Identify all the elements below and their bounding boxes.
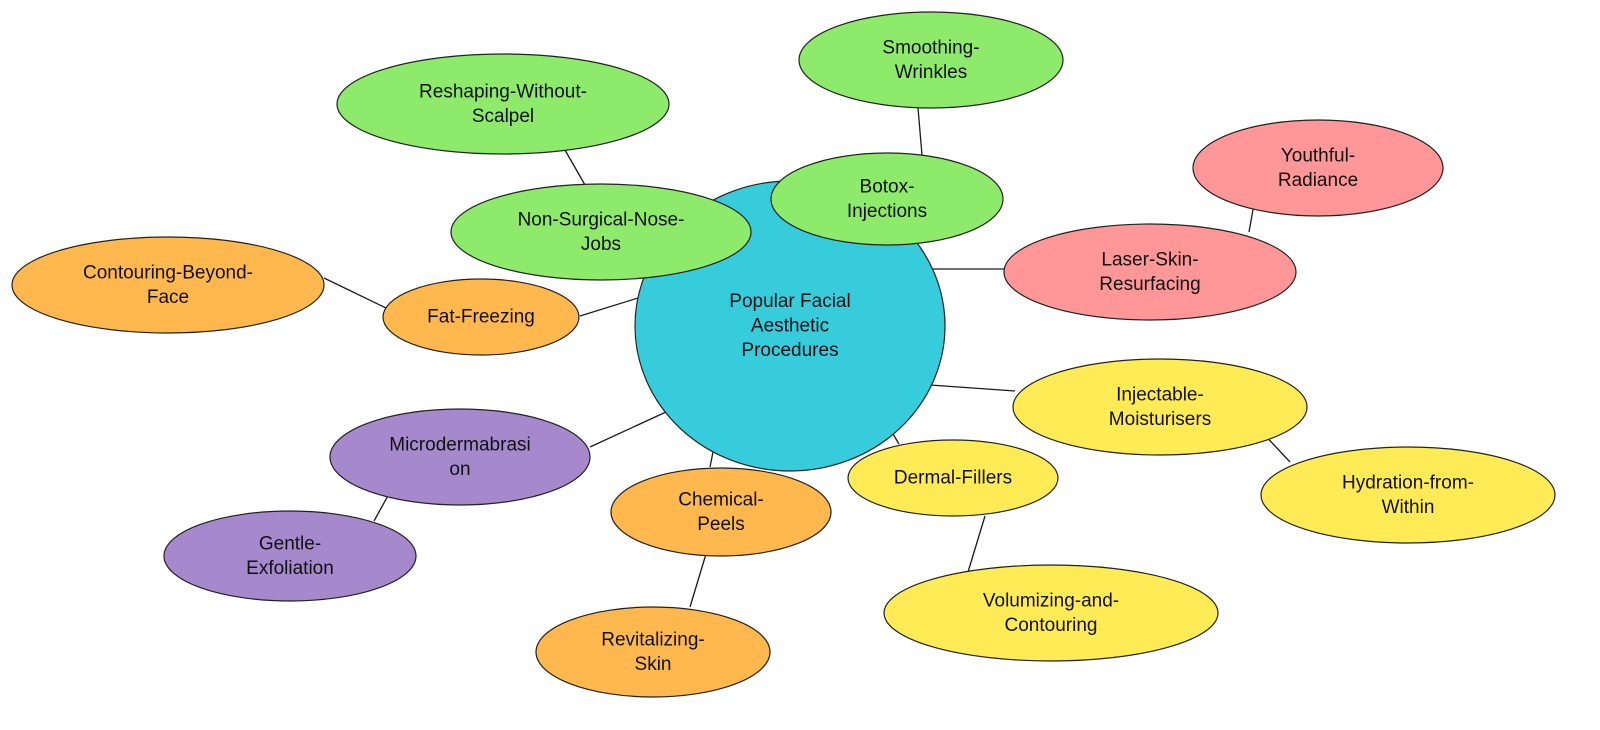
- node-botox: Botox- Injections: [770, 152, 1004, 246]
- nodes-layer: Reshaping-Without- Scalpel Smoothing- Wrink…: [11, 11, 1556, 698]
- node-label-laser-line-1: Laser-Skin-: [1101, 249, 1198, 270]
- node-label-injectable-line-2: Moisturisers: [1109, 409, 1211, 430]
- node-shape-microderm: [329, 408, 591, 506]
- node-chemical: Chemical- Peels: [610, 467, 832, 557]
- node-shape-smoothing: [798, 11, 1064, 109]
- node-label-revitalizing-line-2: Skin: [635, 654, 672, 675]
- node-label-injectable-line-1: Injectable-: [1116, 384, 1204, 405]
- node-shape-contouringbeyond: [11, 236, 325, 334]
- node-injectable: Injectable- Moisturisers: [1012, 358, 1308, 456]
- node-microderm: Microdermabrasi on: [329, 408, 591, 506]
- node-label-revitalizing-line-1: Revitalizing-: [601, 629, 704, 650]
- node-label-youthful-line-2: Radiance: [1278, 170, 1358, 191]
- node-shape-nonsurgical: [450, 183, 752, 281]
- node-shape-dermal: [847, 439, 1059, 517]
- node-label-smoothing-line-1: Smoothing-: [882, 37, 979, 58]
- node-shape-revitalizing: [535, 606, 771, 698]
- node-label-center-line-3: Procedures: [741, 340, 838, 361]
- node-label-botox-line-1: Botox-: [860, 176, 915, 197]
- node-contouringbeyond: Contouring-Beyond- Face: [11, 236, 325, 334]
- node-label-nonsurgical-line-1: Non-Surgical-Nose-: [518, 209, 685, 230]
- node-label-gentle-line-2: Exfoliation: [246, 558, 334, 579]
- node-volumizing: Volumizing-and- Contouring: [883, 564, 1219, 662]
- node-label-center-line-1: Popular Facial: [729, 291, 850, 312]
- node-shape-reshaping: [336, 53, 670, 155]
- node-shape-hydration: [1260, 446, 1556, 544]
- edge-center-microderm: [589, 411, 667, 448]
- node-label-laser-line-2: Resurfacing: [1099, 274, 1200, 295]
- node-reshaping: Reshaping-Without- Scalpel: [336, 53, 670, 155]
- node-label-reshaping-line-2: Scalpel: [472, 106, 534, 127]
- edge-center-fatfreezing: [579, 297, 639, 317]
- edge-center-dermal: [892, 433, 900, 445]
- node-label-reshaping-line-1: Reshaping-Without-: [419, 81, 587, 102]
- node-shape-chemical: [610, 467, 832, 557]
- node-revitalizing: Revitalizing- Skin: [535, 606, 771, 698]
- node-label-hydration-line-2: Within: [1382, 497, 1435, 518]
- node-label-contouringbeyond-line-2: Face: [147, 287, 189, 308]
- node-shape-laser: [1003, 223, 1297, 321]
- edge-center-injectable: [929, 384, 1016, 392]
- node-gentle: Gentle- Exfoliation: [163, 510, 417, 602]
- node-label-chemical-line-2: Peels: [697, 514, 745, 535]
- node-shape-volumizing: [883, 564, 1219, 662]
- node-dermal: Dermal-Fillers: [847, 439, 1059, 517]
- node-label-chemical-line-1: Chemical-: [678, 489, 764, 510]
- node-label-youthful-line-1: Youthful-: [1281, 145, 1355, 166]
- node-smoothing: Smoothing- Wrinkles: [798, 11, 1064, 109]
- node-label-gentle-line-1: Gentle-: [259, 533, 321, 554]
- node-label-microderm-line-2: on: [449, 459, 470, 480]
- edge-dermal-volumizing: [967, 515, 986, 573]
- node-label-fatfreezing-line-1: Fat-Freezing: [427, 307, 535, 328]
- node-hydration: Hydration-from- Within: [1260, 446, 1556, 544]
- node-label-volumizing-line-1: Volumizing-and-: [983, 590, 1119, 611]
- edge-fatfreezing-contouringbeyond: [323, 277, 387, 309]
- node-fatfreezing: Fat-Freezing: [382, 278, 580, 356]
- node-label-dermal-line-1: Dermal-Fillers: [894, 468, 1012, 489]
- node-label-microderm-line-1: Microdermabrasi: [389, 434, 530, 455]
- node-label-contouringbeyond-line-1: Contouring-Beyond-: [83, 262, 253, 283]
- node-nonsurgical: Non-Surgical-Nose- Jobs: [450, 183, 752, 281]
- node-youthful: Youthful- Radiance: [1192, 119, 1444, 217]
- node-label-botox-line-2: Injections: [847, 201, 927, 222]
- edge-center-chemical: [709, 451, 714, 468]
- node-shape-youthful: [1192, 119, 1444, 217]
- node-laser: Laser-Skin- Resurfacing: [1003, 223, 1297, 321]
- node-shape-botox: [770, 152, 1004, 246]
- node-shape-gentle: [163, 510, 417, 602]
- node-label-center-line-2: Aesthetic: [751, 316, 829, 337]
- node-label-hydration-line-1: Hydration-from-: [1342, 472, 1474, 493]
- node-shape-fatfreezing: [382, 278, 580, 356]
- edge-botox-smoothing: [917, 107, 923, 156]
- node-label-nonsurgical-line-2: Jobs: [581, 234, 621, 255]
- node-shape-injectable: [1012, 358, 1308, 456]
- node-label-volumizing-line-2: Contouring: [1005, 615, 1098, 636]
- node-label-smoothing-line-2: Wrinkles: [895, 62, 968, 83]
